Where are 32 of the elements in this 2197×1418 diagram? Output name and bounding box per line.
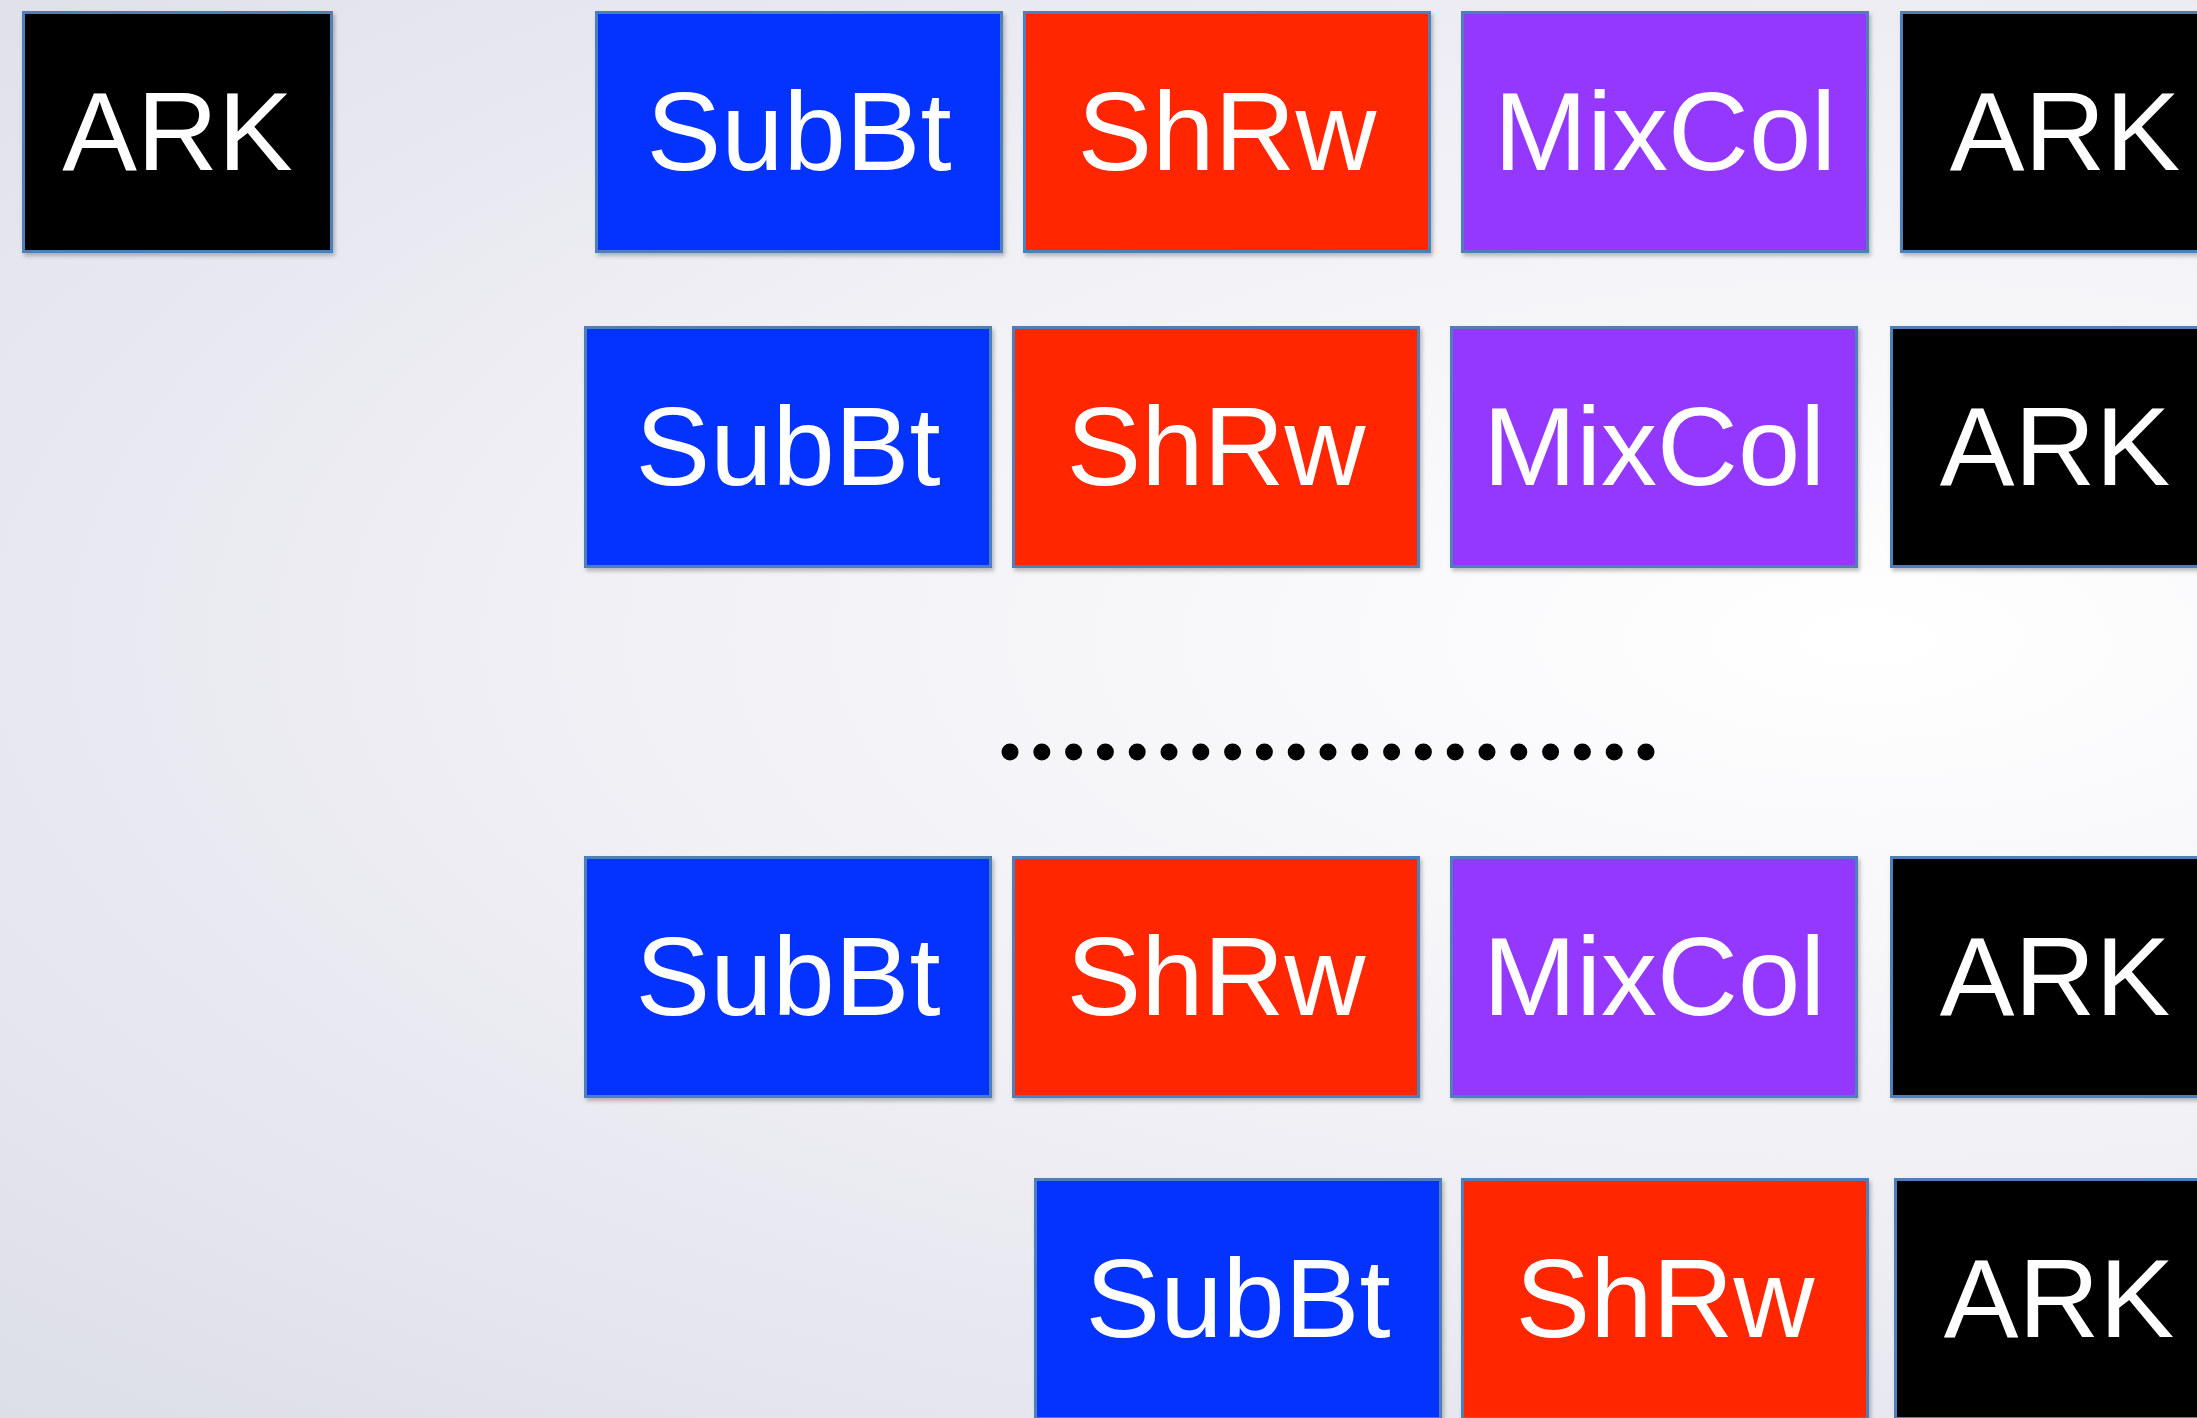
process-box [584, 326, 992, 568]
box-label: ARK [1939, 391, 2171, 503]
process-box [1890, 326, 2197, 568]
box-label: ARK [62, 76, 293, 188]
box-label: ShRw [1515, 1243, 1815, 1355]
box-label: MixCol [1482, 921, 1826, 1033]
process-box [1900, 11, 2197, 253]
process-box [1461, 1178, 1869, 1418]
process-box [1890, 856, 2197, 1098]
process-box [1450, 856, 1858, 1098]
process-box [1023, 11, 1431, 253]
process-box [1461, 11, 1869, 253]
process-box [1450, 326, 1858, 568]
box-label: ARK [1949, 76, 2181, 188]
process-box [1034, 1178, 1442, 1418]
box-label: SubBt [1085, 1243, 1391, 1355]
box-label: MixCol [1493, 76, 1837, 188]
process-box [22, 11, 333, 253]
box-label: SubBt [646, 76, 952, 188]
process-box [584, 856, 992, 1098]
box-label: SubBt [635, 391, 941, 503]
box-label: ShRw [1066, 921, 1366, 1033]
box-label: ShRw [1066, 391, 1366, 503]
box-label: ARK [1943, 1243, 2175, 1355]
process-box [1894, 1178, 2197, 1418]
box-label: ShRw [1077, 76, 1377, 188]
process-box [595, 11, 1003, 253]
box-label: SubBt [635, 921, 941, 1033]
box-label: ARK [1939, 921, 2171, 1033]
process-box [1012, 326, 1420, 568]
process-box [1012, 856, 1420, 1098]
box-label: MixCol [1482, 391, 1826, 503]
